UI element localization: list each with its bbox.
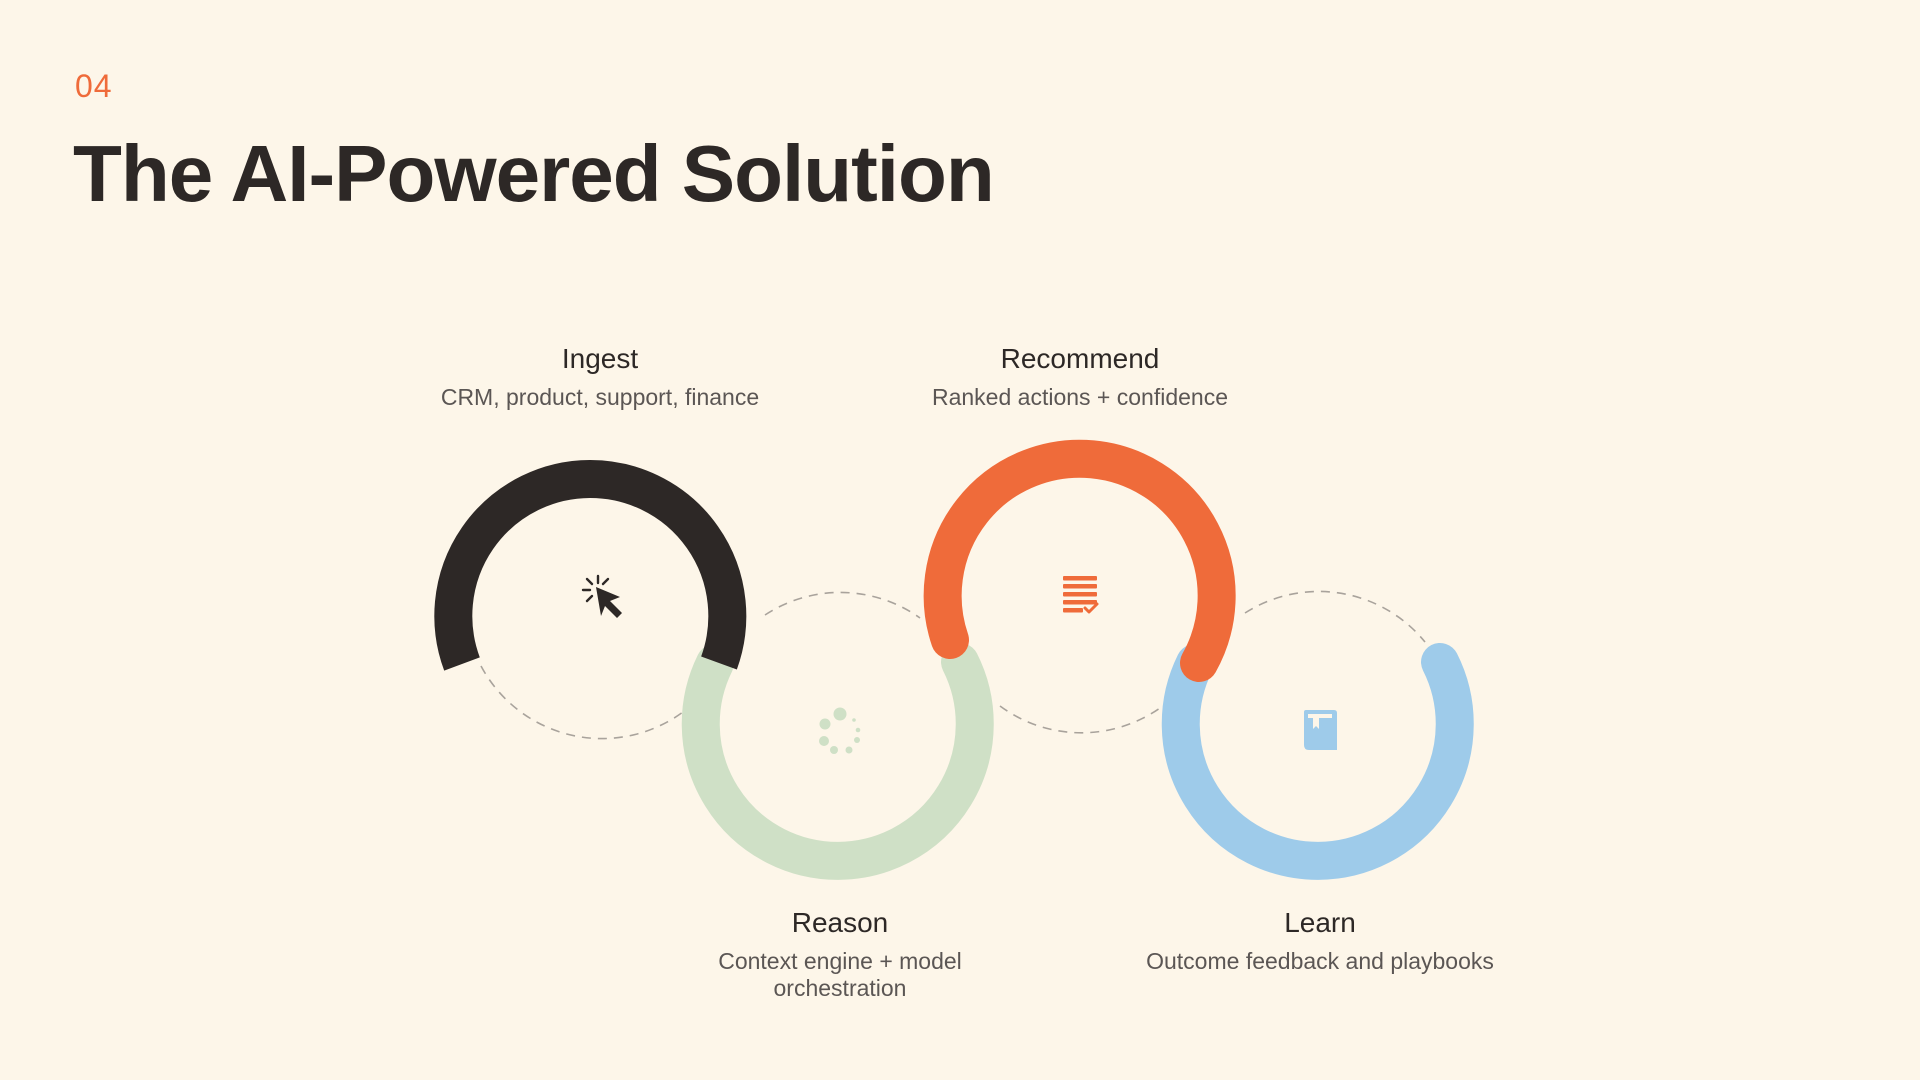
ring-learn: [1161, 643, 1474, 880]
step-reason: Reason Context engine + model orchestrat…: [630, 906, 1050, 1002]
connector-reason-upper: [764, 591, 921, 619]
step-description: CRM, product, support, finance: [440, 384, 760, 410]
loading-spinner-icon: [819, 707, 861, 754]
book-icon: [1304, 710, 1337, 750]
step-description: Context engine + model orchestration: [718, 948, 962, 1001]
slide-title: The AI-Powered Solution: [73, 129, 995, 218]
step-title: Recommend: [1000, 343, 1160, 374]
checklist-icon: [1063, 576, 1099, 614]
step-description: Ranked actions + confidence: [931, 384, 1228, 410]
step-description: Outcome feedback and playbooks: [1146, 948, 1494, 974]
step-ingest: Ingest CRM, product, support, finance: [390, 342, 810, 411]
step-title: Learn: [1284, 907, 1356, 938]
ring-recommend: [923, 439, 1236, 682]
step-title: Reason: [791, 907, 889, 938]
connector-learn-upper: [1244, 590, 1426, 643]
connector-ingest-lower: [480, 665, 684, 740]
step-title: Ingest: [561, 343, 639, 374]
step-recommend: Recommend Ranked actions + confidence: [870, 342, 1290, 411]
connector-recommend-lower: [999, 705, 1161, 734]
ring-ingest: [434, 460, 747, 671]
step-learn: Learn Outcome feedback and playbooks: [1110, 906, 1530, 975]
ring-reason: [681, 643, 994, 880]
cursor-click-icon: [581, 574, 622, 618]
slide-number: 04: [75, 68, 113, 104]
